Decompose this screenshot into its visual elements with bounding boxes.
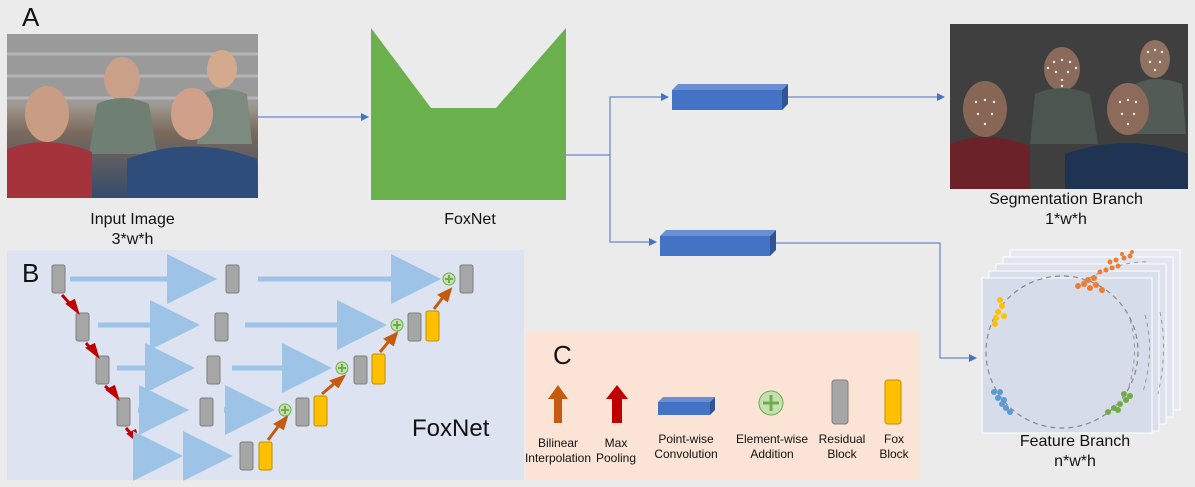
panel-label-a: A xyxy=(22,2,40,32)
panel-b-unet xyxy=(51,254,474,481)
foxnet-to-seg-conv-arrow xyxy=(566,93,669,156)
input-image-dims: 3*w*h xyxy=(111,231,154,248)
red-up-arrow-icon xyxy=(606,385,628,423)
feat-conv-bar xyxy=(660,230,776,256)
seg-conv-bar xyxy=(672,84,788,110)
foxnet-shape xyxy=(371,28,566,200)
yellow-block-icon xyxy=(884,379,902,425)
panel-b-foxnet-label: FoxNet xyxy=(412,415,490,442)
foxnet-title: FoxNet xyxy=(444,211,496,228)
feature-branch-dims: n*w*h xyxy=(1054,453,1096,470)
segmentation-image xyxy=(950,24,1188,189)
blue-bar-icon xyxy=(658,397,715,415)
foxnet-to-feat-conv-arrow xyxy=(609,155,657,246)
gray-block-icon xyxy=(831,379,849,425)
input-image-people-icon xyxy=(7,34,258,198)
feat-conv-to-output-arrow xyxy=(776,242,977,362)
panel-label-b: B xyxy=(22,258,40,288)
panel-label-c: C xyxy=(553,340,572,370)
orange-up-arrow-icon xyxy=(548,385,568,423)
input-image xyxy=(7,34,258,198)
panel-c-legend-background xyxy=(526,332,920,480)
feature-branch-title: Feature Branch xyxy=(1019,433,1131,450)
segmentation-branch-dims: 1*w*h xyxy=(1045,211,1087,228)
green-plus-circle-icon xyxy=(758,390,784,416)
input-image-title: Input Image xyxy=(90,211,175,228)
segmentation-image-people-icon xyxy=(950,24,1188,189)
feature-branch-stack xyxy=(981,249,1181,434)
segmentation-branch-title: Segmentation Branch xyxy=(989,191,1143,208)
